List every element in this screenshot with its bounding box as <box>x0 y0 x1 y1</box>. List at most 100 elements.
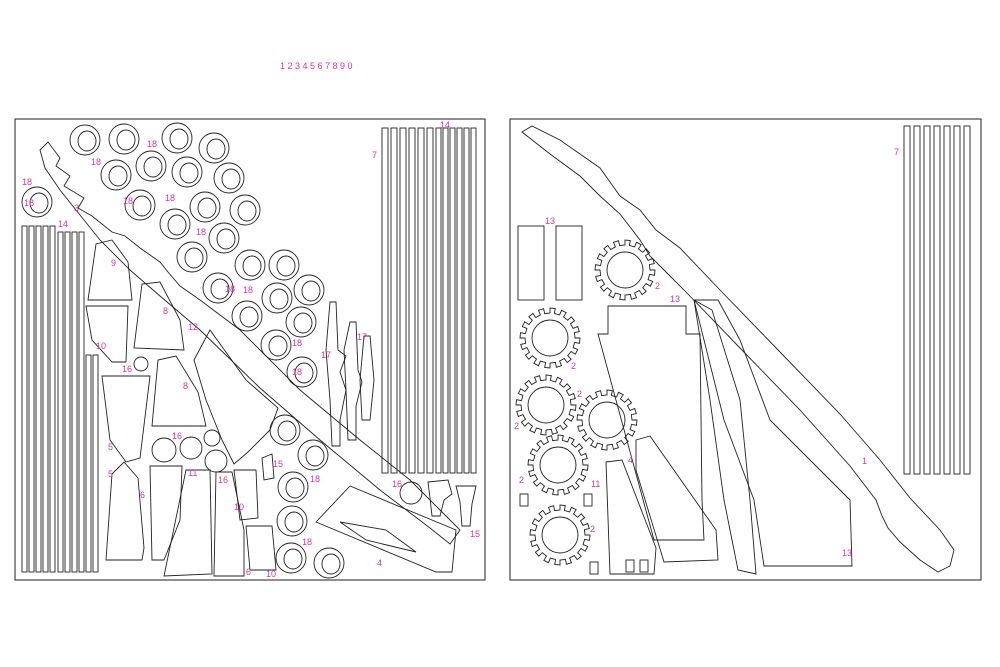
label: 18 <box>292 338 302 348</box>
label: 8 <box>163 306 168 316</box>
gear-hole <box>541 516 579 554</box>
part-17-b <box>343 321 363 441</box>
disc-16-c <box>179 436 203 460</box>
part-13-large <box>597 305 705 541</box>
ring-inner <box>293 312 313 334</box>
ring-outer <box>161 122 193 154</box>
ring-outer <box>198 132 230 164</box>
gear-outline <box>515 374 577 436</box>
label: 4 <box>377 558 382 568</box>
ring-outer <box>208 222 240 254</box>
ring-outer <box>285 306 317 338</box>
part-5-lower <box>105 461 145 561</box>
ring-outer <box>297 439 329 471</box>
ring-outer <box>277 471 309 503</box>
ring-inner <box>108 165 128 187</box>
label: 18 <box>310 474 320 484</box>
label: 16 <box>122 364 132 374</box>
ring-inner <box>276 255 296 277</box>
label: 10 <box>266 569 276 579</box>
gear-outline <box>594 239 656 301</box>
ring-inner <box>206 138 226 160</box>
ring-outer <box>108 123 140 155</box>
part-13-plate-a <box>517 225 545 301</box>
ring-inner <box>116 129 136 151</box>
part-4-small <box>605 459 657 575</box>
ring-outer <box>276 505 308 537</box>
ring-inner <box>179 162 199 184</box>
label: 2 <box>514 421 519 431</box>
small-fitting-e <box>639 559 649 573</box>
small-fitting-a <box>519 493 529 507</box>
label: 5 <box>108 469 113 479</box>
label: 7 <box>894 147 899 157</box>
right-sheet <box>509 118 982 581</box>
strips-left-14 <box>21 225 99 573</box>
part-6-a <box>149 465 183 561</box>
label: 3 <box>74 203 79 213</box>
label: 10 <box>234 502 244 512</box>
ring-inner <box>216 228 236 250</box>
ring-outer <box>213 162 245 194</box>
ring-inner <box>184 247 204 269</box>
label: 13 <box>545 216 555 226</box>
part-12-blade <box>193 329 279 465</box>
part-10-a <box>233 469 259 521</box>
ring-outer <box>268 249 300 281</box>
ring-inner <box>284 511 304 533</box>
ring-outer <box>100 159 132 191</box>
label: 16 <box>218 475 228 485</box>
ring-outer <box>231 300 263 332</box>
part-8-upper <box>133 281 185 351</box>
gear-outline <box>529 504 591 566</box>
label: 18 <box>196 227 206 237</box>
ring-outer <box>21 186 53 218</box>
gear-hole <box>531 319 569 357</box>
ring-inner <box>197 197 217 219</box>
ring-outer <box>189 191 221 223</box>
label: 18 <box>243 285 253 295</box>
part-5-upper <box>101 375 151 463</box>
ring-outer <box>261 282 293 314</box>
label: 14 <box>58 219 68 229</box>
disc-16-b <box>151 437 177 463</box>
disc-16-f <box>399 481 423 505</box>
ring-inner <box>294 362 314 384</box>
gear-hole <box>527 386 565 424</box>
label: 2 <box>519 475 524 485</box>
ring-outer <box>286 356 318 388</box>
header-digits: 1 2 3 4 5 6 7 8 9 0 <box>280 61 353 71</box>
ring-outer <box>313 547 345 579</box>
disc-16-a <box>133 356 149 372</box>
disc-16-d <box>203 429 221 447</box>
label: 11 <box>188 468 197 478</box>
label: 18 <box>24 198 34 208</box>
part-11 <box>163 469 213 577</box>
ring-inner <box>301 280 321 302</box>
gear-outline <box>576 389 638 451</box>
ring-inner <box>268 335 288 357</box>
strips-right-sheet-7 <box>903 125 971 475</box>
gear-hole <box>606 251 644 289</box>
label: 4 <box>628 455 633 465</box>
ring-outer <box>171 156 203 188</box>
ring-outer <box>229 194 261 226</box>
label: 9 <box>111 258 116 268</box>
ring-inner <box>285 477 305 499</box>
part-1-arm <box>521 125 955 573</box>
ring-group <box>21 122 345 579</box>
part-11-blade <box>693 299 757 575</box>
label: 2 <box>590 524 595 534</box>
left-sheet-border <box>14 118 486 581</box>
gear-group <box>515 239 656 566</box>
label: 2 <box>577 389 582 399</box>
label: 18 <box>292 367 302 377</box>
ring-outer <box>275 542 307 574</box>
small-fitting-d <box>625 559 635 573</box>
ring-inner <box>221 168 241 190</box>
part-13-tall <box>693 299 853 567</box>
ring-outer <box>176 241 208 273</box>
ring-inner <box>29 192 49 214</box>
label: 15 <box>470 529 480 539</box>
ring-inner <box>237 200 257 222</box>
